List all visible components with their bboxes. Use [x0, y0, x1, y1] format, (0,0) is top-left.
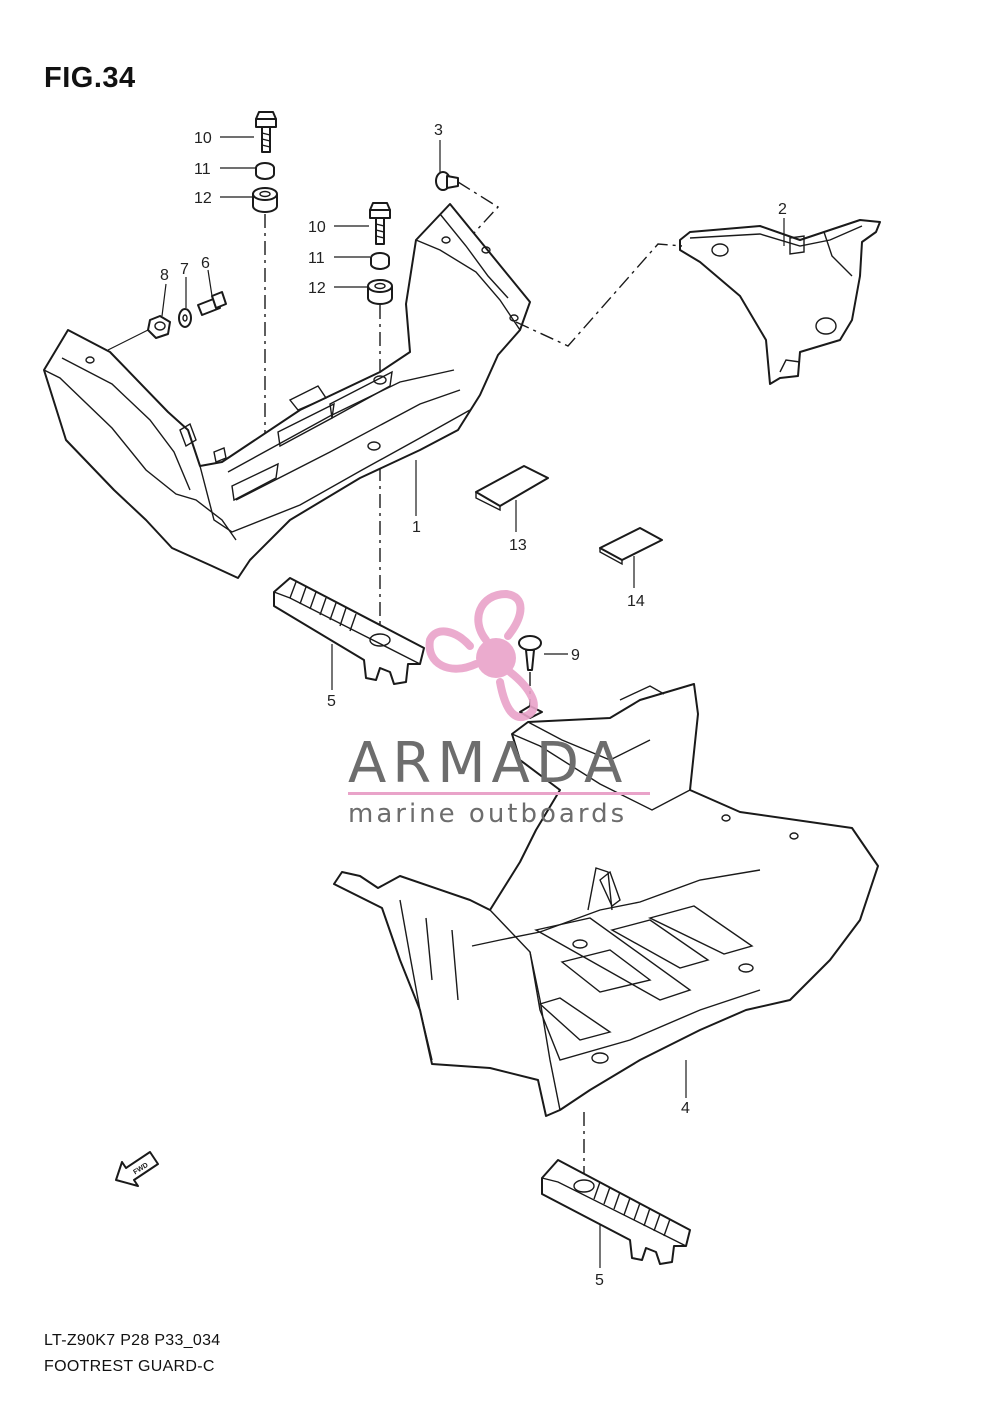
watermark-name: ARMADA — [348, 731, 628, 796]
footpeg-5-lower[interactable] — [541, 1159, 691, 1265]
callout-1: 1 — [412, 519, 421, 536]
figure-name: FOOTREST GUARD-C — [44, 1358, 215, 1375]
pad-14[interactable] — [599, 527, 663, 566]
bolt-10-lower[interactable] — [369, 202, 391, 245]
watermark-subtitle: marine outboards — [348, 799, 627, 829]
callout-11-upper: 11 — [194, 161, 211, 178]
callout-3: 3 — [434, 122, 443, 139]
footrest-1[interactable] — [43, 203, 531, 579]
callout-7: 7 — [180, 261, 189, 278]
footpeg-5-upper[interactable] — [273, 577, 425, 685]
footrest-4[interactable] — [333, 683, 879, 1117]
callout-5-lower: 5 — [595, 1272, 604, 1289]
armada-logo-icon — [425, 589, 538, 722]
callout-13: 13 — [509, 537, 527, 554]
collar-12-lower[interactable] — [367, 279, 393, 305]
callout-6: 6 — [201, 255, 210, 272]
screw-3[interactable] — [435, 171, 459, 191]
callout-12-upper: 12 — [194, 190, 212, 207]
clip-9[interactable] — [518, 635, 542, 671]
callout-9: 9 — [571, 647, 580, 664]
watermark-underline — [348, 792, 650, 795]
callout-11-lower: 11 — [308, 250, 325, 267]
callout-12-lower: 12 — [308, 280, 326, 297]
bolt-6[interactable] — [197, 291, 227, 316]
cover-2[interactable] — [679, 219, 881, 385]
figure-code: LT-Z90K7 P28 P33_034 — [44, 1332, 221, 1349]
washer-11-lower[interactable] — [370, 252, 390, 270]
bolt-10-upper[interactable] — [255, 111, 277, 153]
pad-13[interactable] — [475, 465, 549, 512]
figure-title: FIG.34 — [44, 62, 136, 94]
grommet-8[interactable] — [147, 315, 171, 339]
forward-arrow-icon: FWD — [115, 1151, 159, 1187]
callout-8: 8 — [160, 267, 169, 284]
callout-10-upper: 10 — [194, 130, 212, 147]
washer-11-upper[interactable] — [255, 162, 275, 180]
washer-7[interactable] — [178, 308, 192, 328]
callout-14: 14 — [627, 593, 645, 610]
collar-12-upper[interactable] — [252, 187, 278, 213]
callout-10-lower: 10 — [308, 219, 326, 236]
callout-4: 4 — [681, 1100, 690, 1117]
callout-5-upper: 5 — [327, 693, 336, 710]
callout-2: 2 — [778, 201, 787, 218]
